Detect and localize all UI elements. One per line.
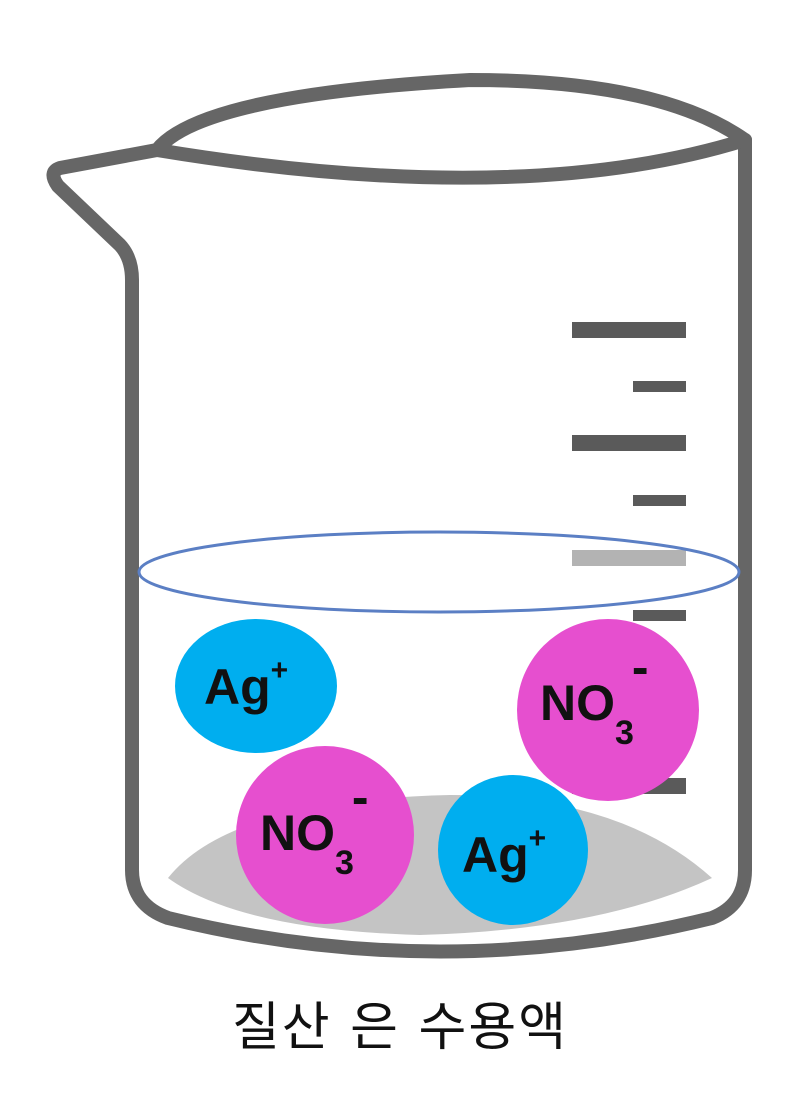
nitrate-ion: NO3- — [236, 746, 414, 924]
liquid-surface — [137, 530, 741, 614]
diagram-caption: 질산 은 수용액 — [231, 998, 569, 1058]
graduation-mark — [572, 322, 686, 338]
nitrate-ion: NO3- — [517, 619, 699, 801]
svg-text:NO3-: NO3- — [260, 769, 369, 882]
graduation-mark — [572, 550, 686, 566]
graduation-marks — [572, 322, 686, 794]
svg-text:Ag+: Ag+ — [204, 654, 288, 715]
graduation-mark — [633, 610, 686, 621]
svg-text:Ag+: Ag+ — [462, 822, 546, 883]
svg-text:NO3-: NO3- — [540, 639, 649, 752]
beaker-body — [46, 133, 752, 959]
silver-ion: Ag+ — [175, 619, 337, 753]
beaker-rim — [150, 73, 752, 185]
silver-ion: Ag+ — [438, 775, 588, 925]
graduation-mark — [633, 495, 686, 506]
graduation-mark — [633, 381, 686, 392]
graduation-mark — [572, 435, 686, 451]
